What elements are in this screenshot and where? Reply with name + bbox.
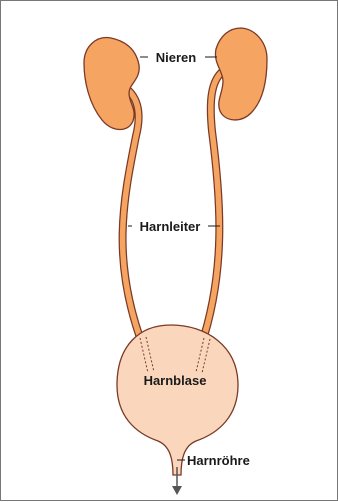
label-bladder: Harnblase (144, 373, 207, 388)
label-ureters: Harnleiter (140, 219, 201, 234)
left-kidney (84, 38, 139, 130)
right-ureter-fill (201, 71, 223, 346)
label-urethra: Harnröhre (187, 453, 250, 468)
urine-flow-arrow-head (172, 486, 182, 495)
right-kidney (215, 28, 267, 120)
label-kidneys: Nieren (156, 50, 197, 65)
